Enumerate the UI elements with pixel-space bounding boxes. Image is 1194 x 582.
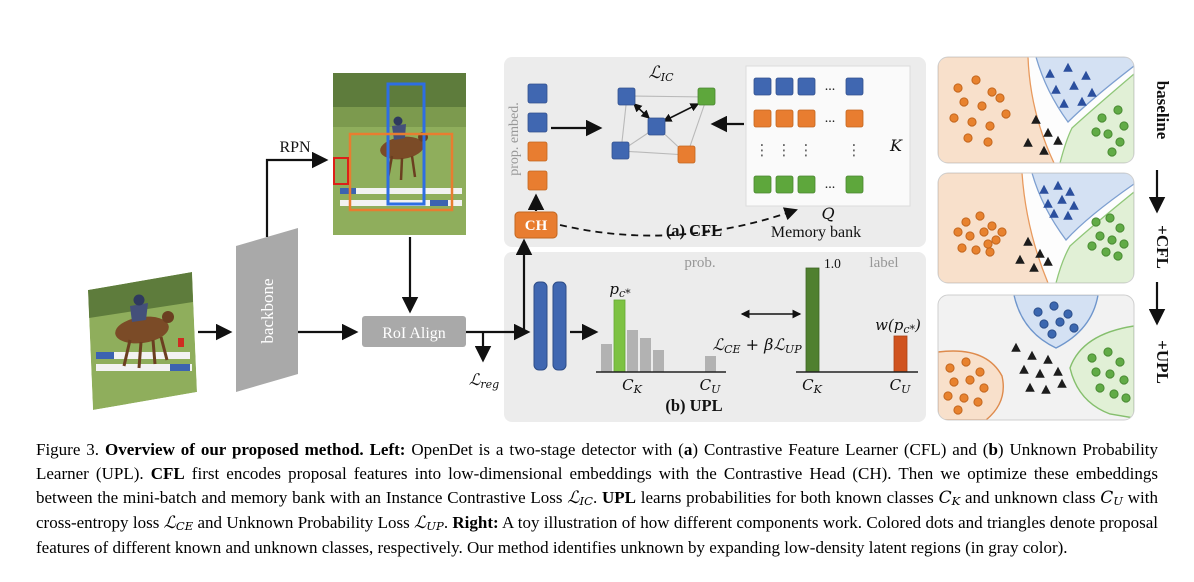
input-image bbox=[88, 272, 197, 410]
svg-text:⋮: ⋮ bbox=[755, 141, 770, 159]
caption-segment: . bbox=[443, 512, 453, 532]
ck-label: CK bbox=[802, 376, 822, 396]
svg-text:...: ... bbox=[825, 79, 836, 94]
regression-loss-label: ℒreg bbox=[469, 370, 499, 391]
caption-segment: CFL bbox=[150, 463, 185, 483]
caption-segment: ℒ bbox=[414, 512, 427, 533]
instance-contrastive-graph bbox=[611, 87, 716, 164]
ch-label: CH bbox=[525, 218, 548, 234]
proposal-embedding-column bbox=[527, 83, 548, 191]
rpn-label: RPN bbox=[279, 139, 311, 156]
svg-text:⋮: ⋮ bbox=[777, 141, 792, 159]
proposal-image bbox=[333, 73, 466, 235]
backbone-block: backbone bbox=[236, 228, 298, 392]
memory-bank-vertical-dots: ⋮ ⋮ ⋮ ⋮ bbox=[755, 141, 862, 159]
label-histogram bbox=[796, 267, 918, 373]
caption-segment: C bbox=[1100, 487, 1114, 508]
caption-segment: ) Unknown Probability Learner (UPL). bbox=[36, 440, 1159, 483]
cfl-panel-label: (a) CFL bbox=[666, 221, 722, 240]
memory-bank: ... ... ⋮ ⋮ ⋮ ⋮ ... K Q Memory bank bbox=[745, 65, 911, 241]
caption-segment: Figure 3. bbox=[36, 440, 105, 459]
prob-label: prob. bbox=[684, 255, 715, 271]
ch-to-bank-dashed-arrow bbox=[559, 207, 798, 237]
upl-panel bbox=[504, 252, 926, 422]
caption-segment: UPL bbox=[602, 487, 636, 507]
caption-segment: IC bbox=[579, 494, 593, 509]
upl-label: +UPL bbox=[1153, 340, 1172, 384]
caption-segment: Overview of our proposed method. Left: bbox=[104, 440, 406, 459]
k-label: K bbox=[889, 136, 903, 155]
w-label: w(pc*) bbox=[875, 316, 921, 336]
caption-segment: ) Contrastive Feature Learner (CFL) and … bbox=[692, 440, 989, 459]
cu-label: CU bbox=[700, 376, 721, 396]
figure-caption: Figure 3. Overview of our proposed metho… bbox=[0, 430, 1194, 560]
cu-label: CU bbox=[890, 376, 911, 396]
baseline-label: baseline bbox=[1153, 81, 1172, 140]
caption-segment: UP bbox=[426, 518, 444, 533]
memory-bank-row-green: ... bbox=[753, 175, 864, 194]
caption-segment: CE bbox=[175, 518, 194, 533]
ch-box: CH bbox=[514, 211, 558, 239]
svg-text:⋮: ⋮ bbox=[799, 141, 814, 159]
caption-segment: and Unknown Probability Loss bbox=[193, 512, 415, 532]
caption-segment: C bbox=[938, 487, 952, 508]
toy-panel-cfl bbox=[937, 172, 1135, 284]
caption-segment: . bbox=[592, 487, 602, 507]
proposal-box-red bbox=[333, 157, 349, 185]
roi-align-label: RoI Align bbox=[382, 325, 446, 342]
caption-segment: A toy illustration of how different comp… bbox=[36, 512, 1159, 557]
svg-text:...: ... bbox=[825, 111, 836, 126]
toy-panel-upl bbox=[937, 294, 1135, 421]
figure: backbone RoI Align bbox=[0, 56, 1194, 560]
fc-bars bbox=[533, 281, 567, 371]
pipeline-arrows bbox=[198, 151, 599, 363]
proposal-box-blue bbox=[386, 82, 426, 206]
roi-align-block: RoI Align bbox=[362, 316, 466, 347]
rpn-arrow bbox=[265, 151, 329, 237]
caption-segment: ℒ bbox=[163, 512, 176, 533]
one-label: 1.0 bbox=[824, 256, 841, 271]
caption-segment: OpenDet is a two-stage detector with ( bbox=[405, 440, 684, 459]
caption-segment: learns probabilities for both known clas… bbox=[636, 487, 939, 507]
memory-bank-row-orange: ... bbox=[753, 109, 864, 128]
svg-text:...: ... bbox=[825, 177, 836, 192]
q-label: Q bbox=[821, 204, 834, 223]
loss-label: ℒCE + βℒUP bbox=[687, 335, 817, 357]
prop-embed-label: prop. embed. bbox=[507, 102, 522, 175]
caption-segment: Right: bbox=[452, 512, 499, 532]
caption-segment: b bbox=[988, 440, 998, 459]
caption-segment: and unknown class bbox=[960, 487, 1101, 507]
prob-histogram bbox=[596, 299, 726, 373]
toy-panel-baseline bbox=[937, 56, 1135, 164]
cfl-label: +CFL bbox=[1153, 225, 1172, 269]
figure-diagram: backbone RoI Align bbox=[88, 56, 1172, 422]
pc-label: pc* bbox=[609, 280, 631, 300]
proposal-box-orange bbox=[348, 132, 454, 212]
label-label: label bbox=[869, 255, 898, 271]
caption-segment: ℒ bbox=[567, 487, 580, 508]
caption-segment: with cross-entropy loss bbox=[36, 487, 1158, 532]
backbone-label: backbone bbox=[258, 278, 277, 343]
caption-segment: first encodes proposal features into low… bbox=[36, 463, 1159, 507]
memory-bank-label: Memory bank bbox=[771, 224, 861, 241]
upl-panel-label: (b) UPL bbox=[665, 396, 722, 415]
svg-text:⋮: ⋮ bbox=[847, 141, 862, 159]
memory-bank-row-blue: ... bbox=[753, 77, 864, 96]
ck-label: CK bbox=[622, 376, 642, 396]
caption-segment: a bbox=[683, 440, 693, 459]
ic-loss-label: ℒIC bbox=[648, 63, 674, 84]
caption-segment: K bbox=[951, 494, 961, 509]
caption-segment: U bbox=[1113, 494, 1123, 509]
